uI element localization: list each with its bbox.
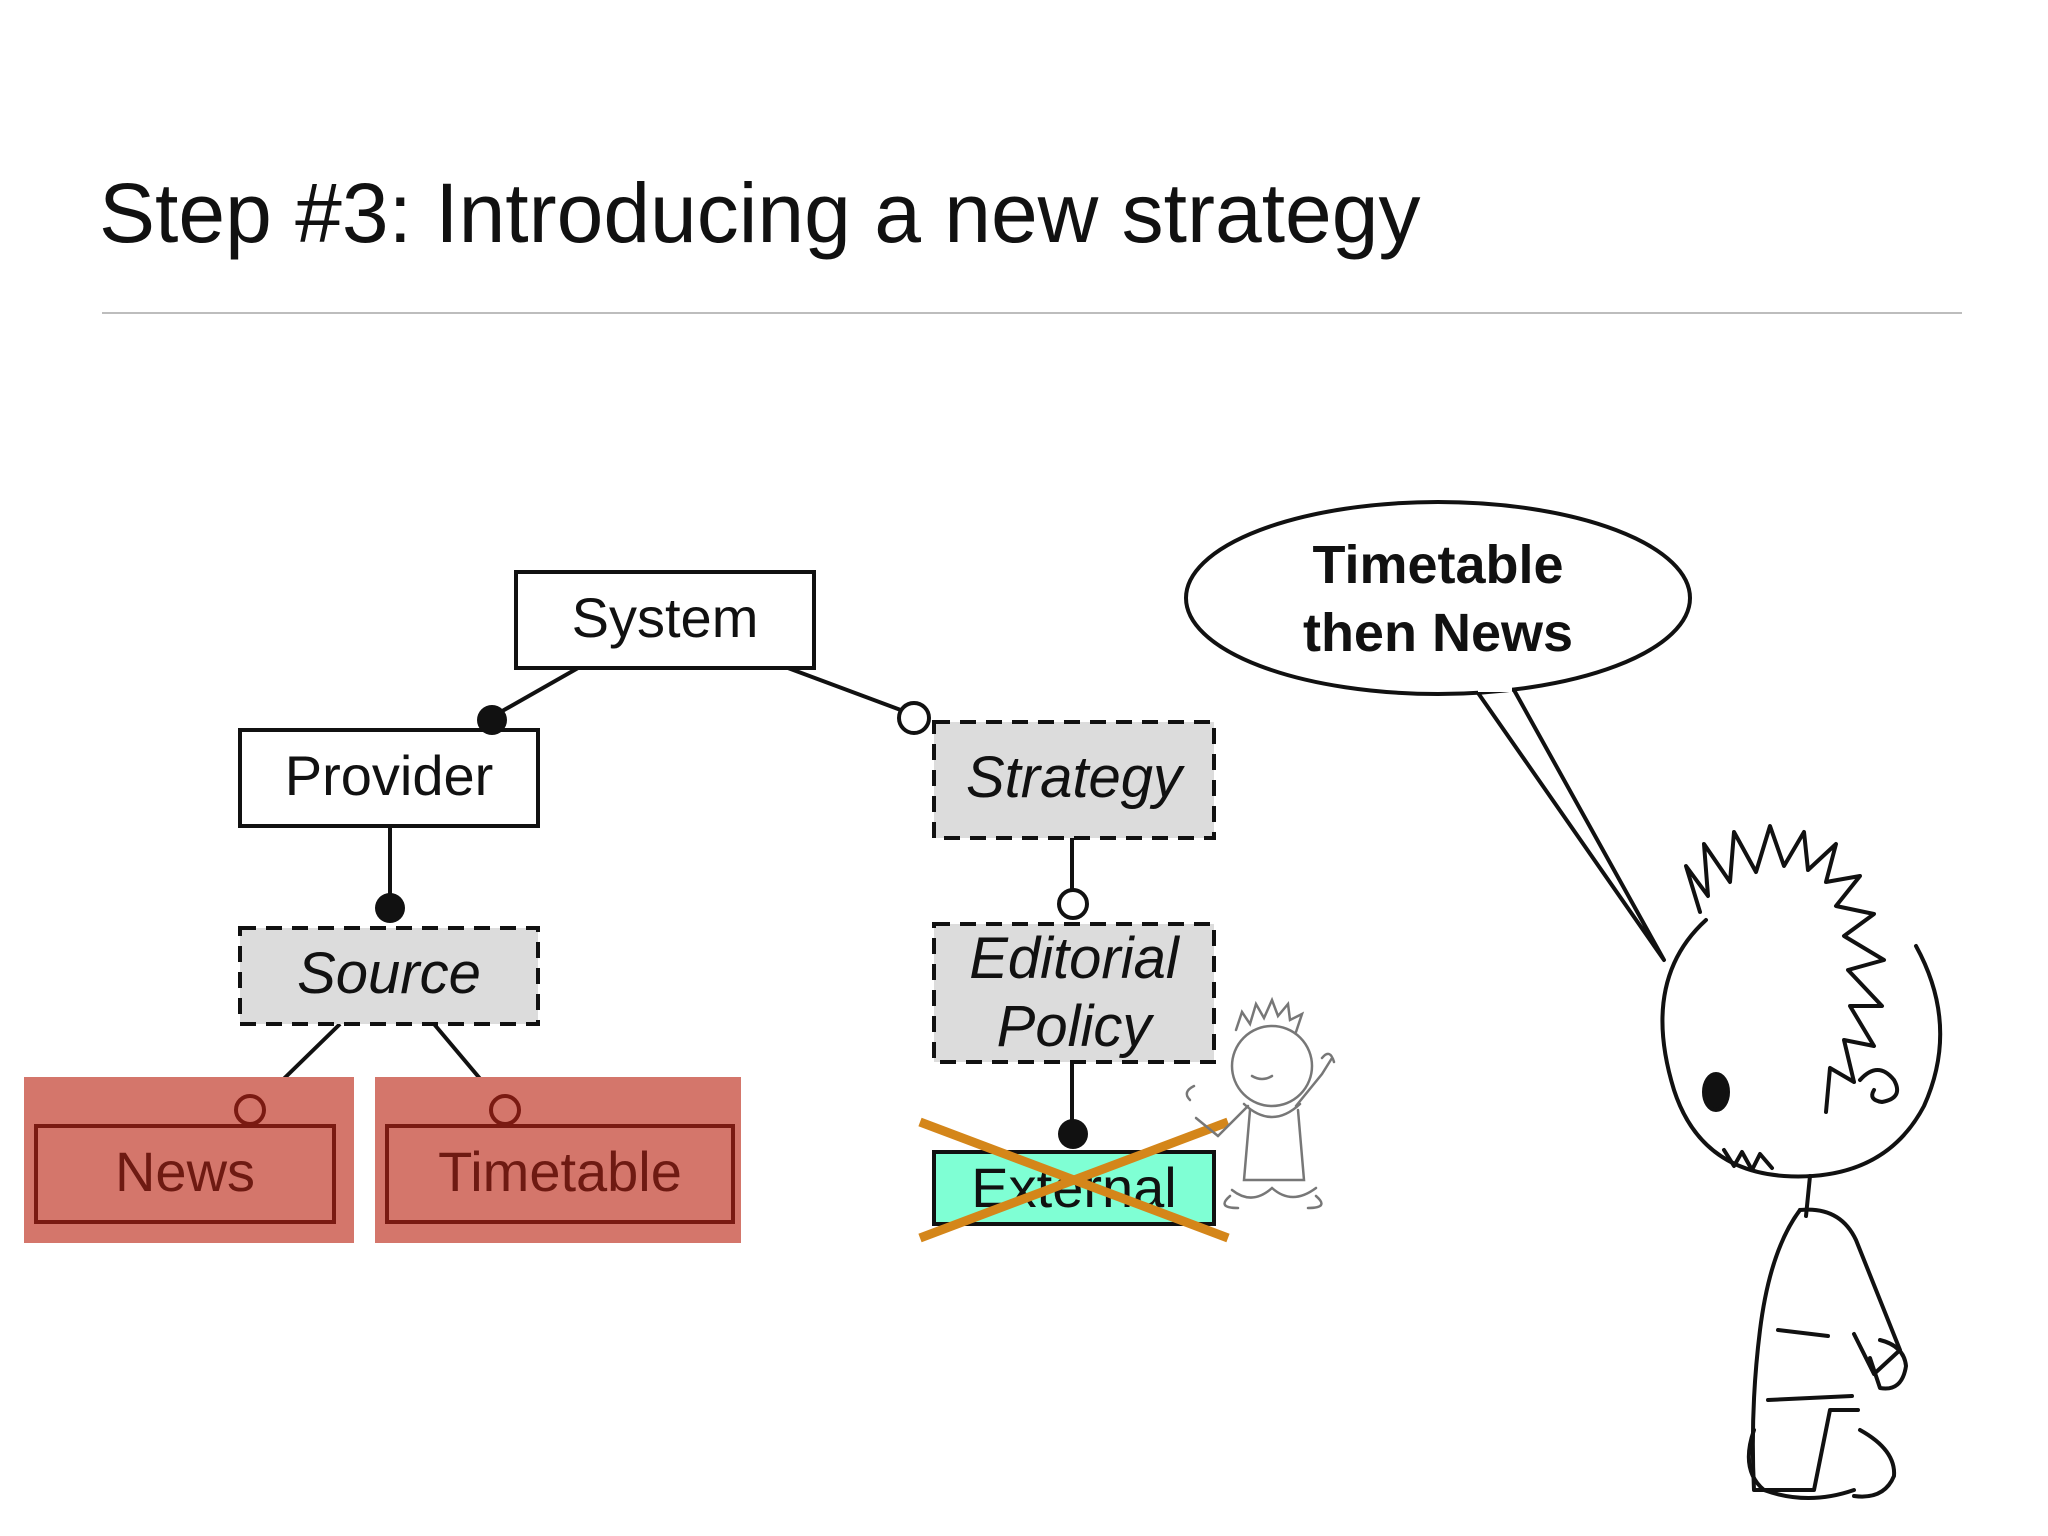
news-highlight-panel — [24, 1077, 354, 1243]
large-character-illustration — [1660, 824, 1943, 1500]
speech-line2: then News — [1303, 603, 1573, 663]
optional-marker-news — [234, 1094, 266, 1126]
optional-marker-editorial — [1057, 888, 1089, 920]
node-timetable-label: Timetable — [438, 1140, 682, 1203]
removed-cross — [918, 1117, 1230, 1243]
speech-line1: Timetable — [1312, 535, 1563, 595]
mandatory-marker-external — [1058, 1119, 1088, 1149]
connectors — [260, 666, 1074, 1120]
slide-title: Step #3: Introducing a new strategy — [99, 166, 1421, 260]
node-news-label: News — [115, 1140, 255, 1203]
node-source: Source — [238, 926, 540, 1026]
node-news: News — [34, 1124, 336, 1224]
node-editorial-policy-line1: Editorial — [969, 926, 1181, 991]
small-character-illustration — [1185, 996, 1336, 1210]
node-editorial-policy: Editorial Policy — [932, 922, 1216, 1064]
node-provider-label: Provider — [285, 744, 494, 807]
node-source-label: Source — [297, 941, 481, 1006]
node-editorial-policy-line2: Policy — [997, 994, 1155, 1059]
node-provider: Provider — [238, 728, 540, 828]
node-system-label: System — [572, 586, 759, 649]
edge-system-provider — [489, 666, 579, 720]
mandatory-marker-provider — [477, 705, 507, 735]
optional-marker-timetable — [489, 1094, 521, 1126]
node-timetable: Timetable — [385, 1124, 735, 1224]
node-strategy-label: Strategy — [966, 745, 1185, 810]
optional-marker-strategy — [897, 701, 931, 735]
node-system: System — [514, 570, 816, 670]
node-strategy: Strategy — [932, 720, 1216, 840]
speech-bubble: Timetable then News — [1184, 500, 1692, 962]
timetable-highlight-panel — [375, 1077, 741, 1243]
title-divider — [102, 312, 1962, 314]
mandatory-marker-source — [375, 893, 405, 923]
edge-system-strategy — [787, 666, 907, 714]
